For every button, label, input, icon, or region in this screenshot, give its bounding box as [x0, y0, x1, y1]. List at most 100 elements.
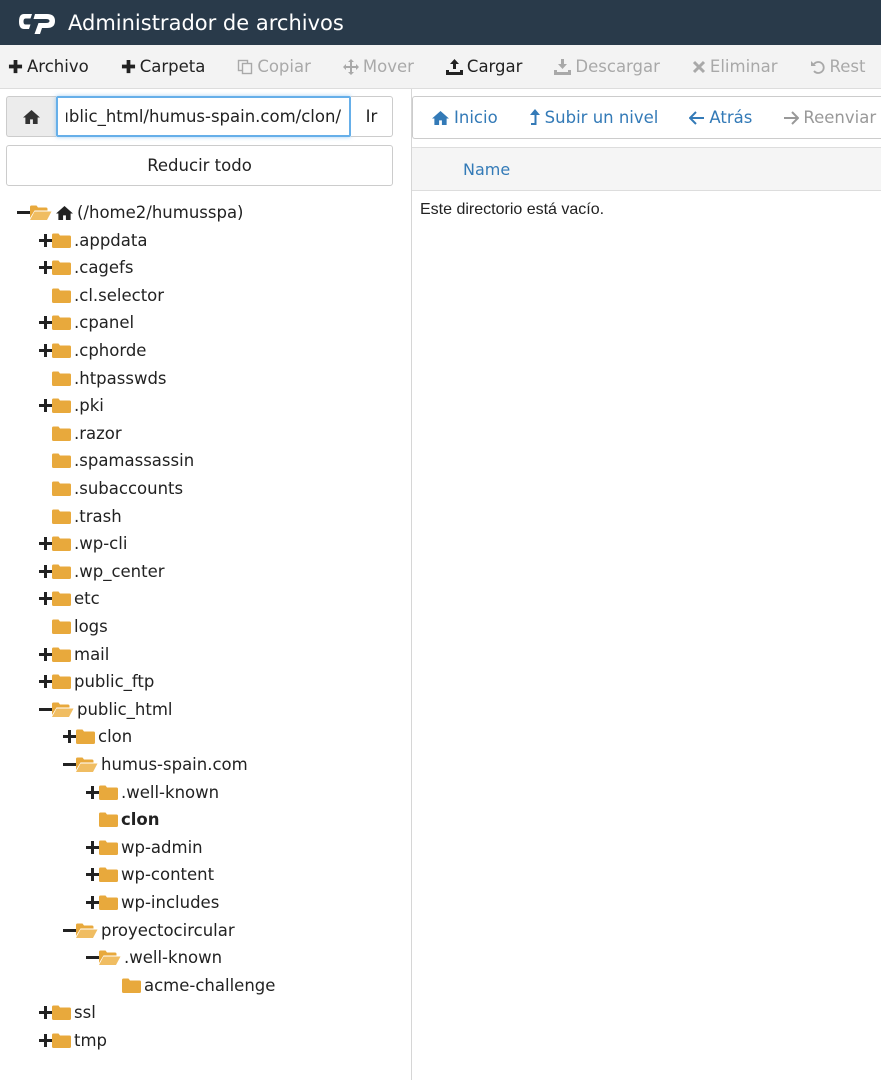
plus-icon: [8, 59, 23, 74]
restore-button[interactable]: Rest: [810, 57, 865, 76]
expand-plus-icon[interactable]: [85, 834, 99, 861]
tree-item[interactable]: proyectocircular: [62, 917, 235, 944]
tree-item[interactable]: .razor: [38, 420, 122, 447]
panel-divider[interactable]: [411, 89, 412, 1080]
arrow-right-icon: [784, 110, 800, 125]
tree-item[interactable]: .subaccounts: [38, 475, 183, 502]
expand-plus-icon[interactable]: [38, 337, 52, 364]
folder-icon: [52, 453, 71, 469]
expand-plus-icon[interactable]: [38, 641, 52, 668]
folder-icon: [122, 978, 141, 993]
download-button[interactable]: Descargar: [554, 57, 660, 76]
tree-item[interactable]: ssl: [38, 999, 96, 1026]
tree-item[interactable]: .htpasswds: [38, 365, 167, 392]
new-folder-button[interactable]: Carpeta: [121, 57, 205, 76]
close-icon: [692, 60, 705, 73]
tree-item[interactable]: etc: [38, 585, 100, 612]
move-button[interactable]: Mover: [342, 57, 414, 76]
tree-item-label: .subaccounts: [74, 479, 184, 498]
expand-plus-icon[interactable]: [38, 227, 52, 254]
expand-plus-icon[interactable]: [38, 530, 52, 557]
home-nav-button[interactable]: Inicio: [431, 108, 498, 127]
tree-item[interactable]: wp-includes: [85, 889, 219, 916]
name-column-header[interactable]: Name: [463, 159, 511, 179]
collapse-minus-icon[interactable]: [62, 917, 76, 944]
back-label: Atrás: [709, 108, 753, 127]
go-button[interactable]: Ir: [351, 96, 393, 137]
folder-icon: [52, 536, 71, 552]
tree-item[interactable]: logs: [38, 613, 108, 640]
delete-button[interactable]: Eliminar: [692, 57, 778, 76]
folder-icon: [52, 1033, 71, 1048]
folder-open-icon: [30, 205, 52, 220]
tree-item[interactable]: tmp: [38, 1027, 107, 1054]
tree-item-label: (/home2/humusspa): [77, 203, 244, 222]
new-file-button[interactable]: Archivo: [8, 57, 89, 76]
tree-item[interactable]: .wp_center: [38, 558, 165, 585]
collapse-all-button[interactable]: Reducir todo: [6, 145, 393, 186]
app-title: Administrador de archivos: [68, 10, 344, 35]
path-input[interactable]: [56, 96, 351, 137]
expand-plus-icon[interactable]: [38, 668, 52, 695]
tree-item-label: public_html: [77, 699, 173, 719]
up-one-level-label: Subir un nivel: [544, 108, 659, 127]
expand-plus-icon[interactable]: [38, 999, 52, 1026]
tree-item[interactable]: .spamassassin: [38, 447, 194, 474]
expand-plus-icon[interactable]: [85, 889, 99, 916]
upload-label: Cargar: [466, 57, 523, 76]
upload-button[interactable]: Cargar: [445, 57, 523, 76]
forward-button[interactable]: Reenviar: [783, 108, 876, 127]
tree-item[interactable]: .well-known: [85, 779, 219, 806]
folder-open-icon: [76, 757, 98, 772]
tree-item-label: .razor: [74, 423, 122, 443]
tree-item-label: .cl.selector: [74, 285, 165, 305]
tree-item[interactable]: .cl.selector: [38, 282, 164, 309]
tree-item[interactable]: wp-content: [85, 861, 214, 888]
tree-item-label: .htpasswds: [74, 368, 167, 388]
expand-plus-icon[interactable]: [62, 723, 76, 750]
expand-plus-icon[interactable]: [38, 585, 52, 612]
tree-item[interactable]: public_ftp: [38, 668, 154, 695]
expand-plus-icon[interactable]: [38, 309, 52, 336]
tree-item[interactable]: clon: [85, 806, 160, 833]
home-directory-button[interactable]: [6, 96, 56, 137]
expand-plus-icon[interactable]: [38, 254, 52, 281]
tree-item[interactable]: wp-admin: [85, 834, 203, 861]
folder-icon: [52, 564, 71, 579]
tree-item-label: public_ftp: [74, 672, 155, 692]
collapse-minus-icon[interactable]: [38, 696, 52, 723]
back-button[interactable]: Atrás: [689, 108, 752, 127]
tree-item[interactable]: (/home2/humusspa): [16, 199, 244, 226]
tree-item[interactable]: public_html: [38, 696, 172, 723]
tree-item[interactable]: humus-spain.com: [62, 751, 248, 778]
up-one-level-button[interactable]: Subir un nivel: [529, 108, 659, 127]
tree-item[interactable]: .cagefs: [38, 254, 133, 281]
tree-item[interactable]: .wp-cli: [38, 530, 127, 557]
folder-icon: [76, 729, 95, 745]
collapse-minus-icon[interactable]: [85, 944, 99, 971]
folder-open-icon: [99, 950, 121, 966]
toolbar: Archivo Carpeta Copiar Mover Cargar Desc…: [0, 45, 881, 89]
tree-item[interactable]: .cphorde: [38, 337, 146, 364]
collapse-minus-icon[interactable]: [62, 751, 76, 778]
copy-button[interactable]: Copiar: [237, 57, 311, 76]
expand-plus-icon[interactable]: [85, 861, 99, 888]
tree-item[interactable]: .pki: [38, 392, 104, 419]
tree-item[interactable]: .cpanel: [38, 309, 134, 336]
collapse-minus-icon[interactable]: [16, 199, 30, 226]
undo-icon: [810, 60, 825, 74]
expand-plus-icon[interactable]: [85, 779, 99, 806]
tree-item[interactable]: clon: [62, 723, 132, 750]
folder-icon: [52, 591, 71, 607]
expand-plus-icon[interactable]: [38, 1027, 52, 1054]
tree-item[interactable]: .trash: [38, 503, 122, 530]
copy-label: Copiar: [257, 57, 311, 76]
tree-item[interactable]: .well-known: [85, 944, 222, 971]
tree-item-label: .well-known: [124, 948, 223, 968]
folder-icon: [52, 233, 71, 248]
tree-item[interactable]: mail: [38, 641, 109, 668]
tree-item[interactable]: acme-challenge: [108, 972, 275, 999]
tree-item[interactable]: .appdata: [38, 227, 147, 254]
expand-plus-icon[interactable]: [38, 558, 52, 585]
expand-plus-icon[interactable]: [38, 392, 52, 419]
